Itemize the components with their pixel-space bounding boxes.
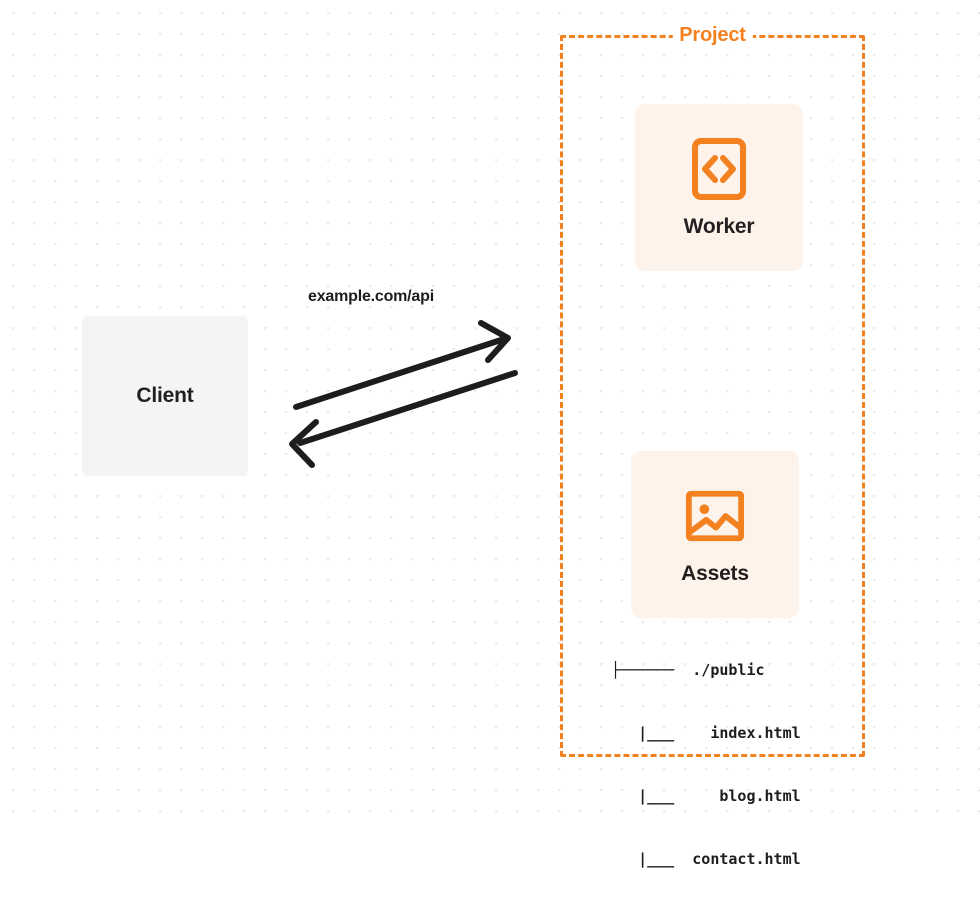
assets-card-label: Assets — [681, 561, 749, 585]
diagram-canvas: Client example.com/api Project W — [0, 0, 980, 868]
code-brackets-icon — [689, 137, 749, 201]
file-tree-row: |___ index.html — [611, 724, 801, 742]
file-tree-row: ├────── ./public — [611, 661, 765, 679]
project-title: Project — [672, 24, 753, 47]
project-container: Project Worker Assets — [560, 24, 865, 868]
file-tree-row: |___ contact.html — [611, 850, 801, 868]
worker-card[interactable]: Worker — [635, 104, 803, 271]
worker-card-label: Worker — [683, 214, 755, 238]
connection-label: example.com/api — [308, 288, 434, 305]
image-icon — [685, 484, 745, 548]
file-tree-row: |___ blog.html — [611, 787, 801, 805]
assets-file-tree: ├────── ./public |___ index.html |___ bl… — [611, 618, 801, 912]
assets-card[interactable]: Assets — [631, 451, 799, 618]
client-label: Client — [136, 384, 194, 407]
request-arrow-icon — [293, 320, 511, 410]
client-node: Client — [82, 316, 248, 476]
response-arrow-icon — [289, 370, 518, 468]
